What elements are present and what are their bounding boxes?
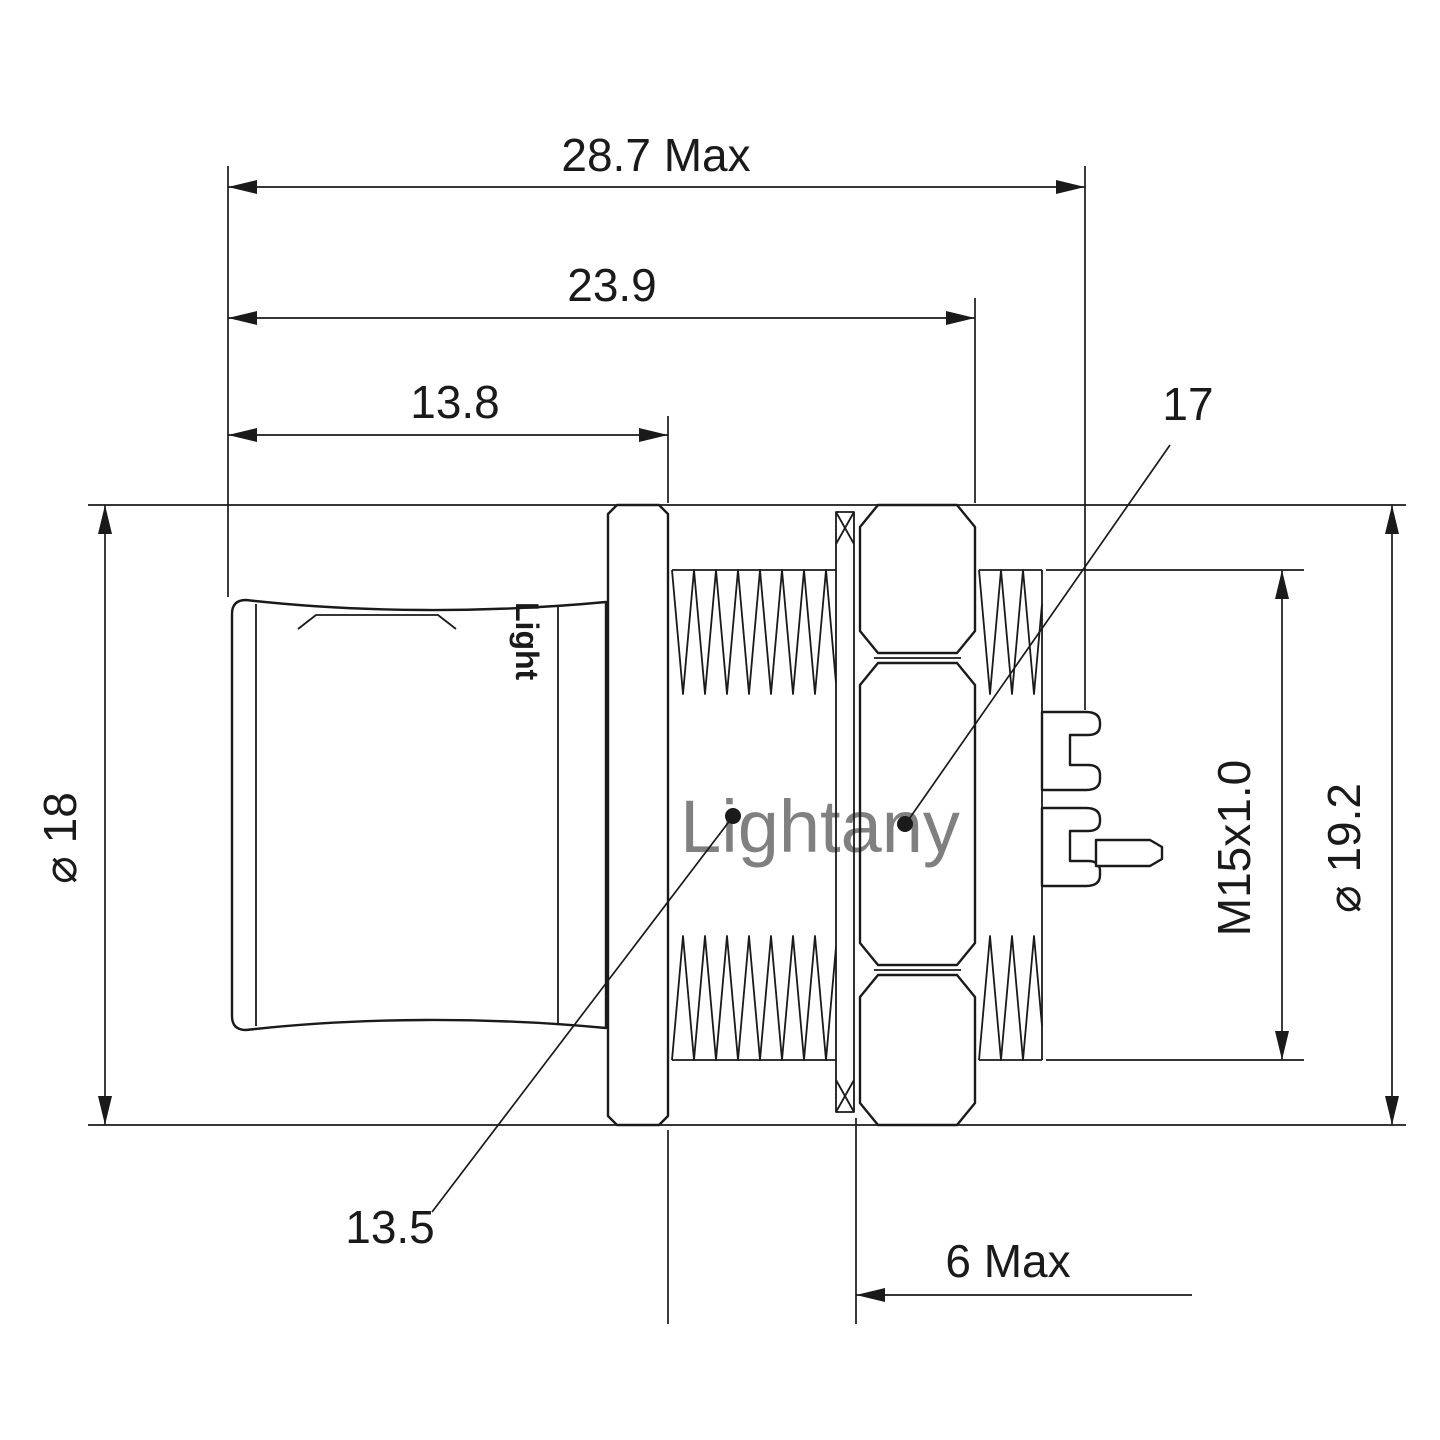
lock-washer <box>835 511 855 1113</box>
dim-body-length: 23.9 <box>228 259 976 503</box>
arrowhead-bottom <box>1275 1031 1289 1060</box>
arrowhead-left <box>228 311 257 325</box>
arrowhead-left <box>856 1288 885 1302</box>
callout-barrel-label: 13.5 <box>345 1201 435 1253</box>
washer-serration-bottom-2 <box>835 1079 855 1113</box>
callout-nut-label: 17 <box>1162 378 1213 430</box>
body-logo-text: Light <box>509 602 545 681</box>
dim-front-length-label: 13.8 <box>410 376 500 428</box>
dim-front-length: 13.8 <box>228 376 669 503</box>
arrowhead-right <box>946 311 975 325</box>
watermark-text: Lightany <box>680 785 960 868</box>
arrowhead-left <box>228 428 257 442</box>
terminal-top <box>1040 710 1102 792</box>
terminal-bottom <box>1040 806 1102 888</box>
arrowhead-right <box>1056 180 1085 194</box>
thread-teeth-bottom-right <box>978 935 1043 1061</box>
thread-teeth-top-right <box>978 569 1043 695</box>
arrowhead-top <box>98 505 112 534</box>
dim-body-length-label: 23.9 <box>567 259 657 311</box>
dim-overall-length-label: 28.7 Max <box>561 129 750 181</box>
thread-section-left <box>671 569 837 1061</box>
dim-rear-length: 6 Max <box>667 1118 1192 1324</box>
center-pin <box>1094 838 1164 868</box>
dim-diameter-left: ⌀ 18 <box>34 505 112 1125</box>
callout-barrel: 13.5 <box>345 808 741 1253</box>
callout-nut: 17 <box>897 378 1214 832</box>
plug-body <box>230 598 608 1032</box>
nut-facet-top <box>858 503 977 655</box>
leader-line <box>906 444 1171 823</box>
mounting-flange <box>606 503 670 1127</box>
thread-teeth-top <box>671 569 837 695</box>
thread-teeth-bottom <box>671 935 837 1061</box>
arrowhead-top <box>1385 505 1399 534</box>
leader-dot <box>897 816 913 832</box>
dim-rear-length-label: 6 Max <box>945 1235 1070 1287</box>
leader-line <box>431 818 732 1213</box>
leader-dot <box>725 808 741 824</box>
arrowhead-bottom <box>1385 1096 1399 1125</box>
rear-terminals <box>1040 710 1164 888</box>
hex-nut <box>858 503 977 1127</box>
arrowhead-top <box>1275 570 1289 599</box>
arrowhead-left <box>228 180 257 194</box>
dim-diameter-right: ⌀ 19.2 <box>1318 505 1399 1125</box>
dim-overall-length: 28.7 Max <box>227 129 1086 710</box>
arrowhead-right <box>639 428 668 442</box>
connector-part: Light <box>230 503 1164 1127</box>
plug-flat-highlight <box>297 614 457 630</box>
dim-diameter-right-label: ⌀ 19.2 <box>1318 783 1370 913</box>
arrowhead-bottom <box>98 1096 112 1125</box>
nut-facet-middle <box>858 661 977 967</box>
dim-thread-spec: M15x1.0 <box>1046 569 1304 1061</box>
washer-serration-top-2 <box>835 511 855 545</box>
dim-diameter-left-label: ⌀ 18 <box>34 792 86 884</box>
nut-facet-bottom <box>858 973 977 1127</box>
dim-thread-spec-label: M15x1.0 <box>1208 760 1260 936</box>
